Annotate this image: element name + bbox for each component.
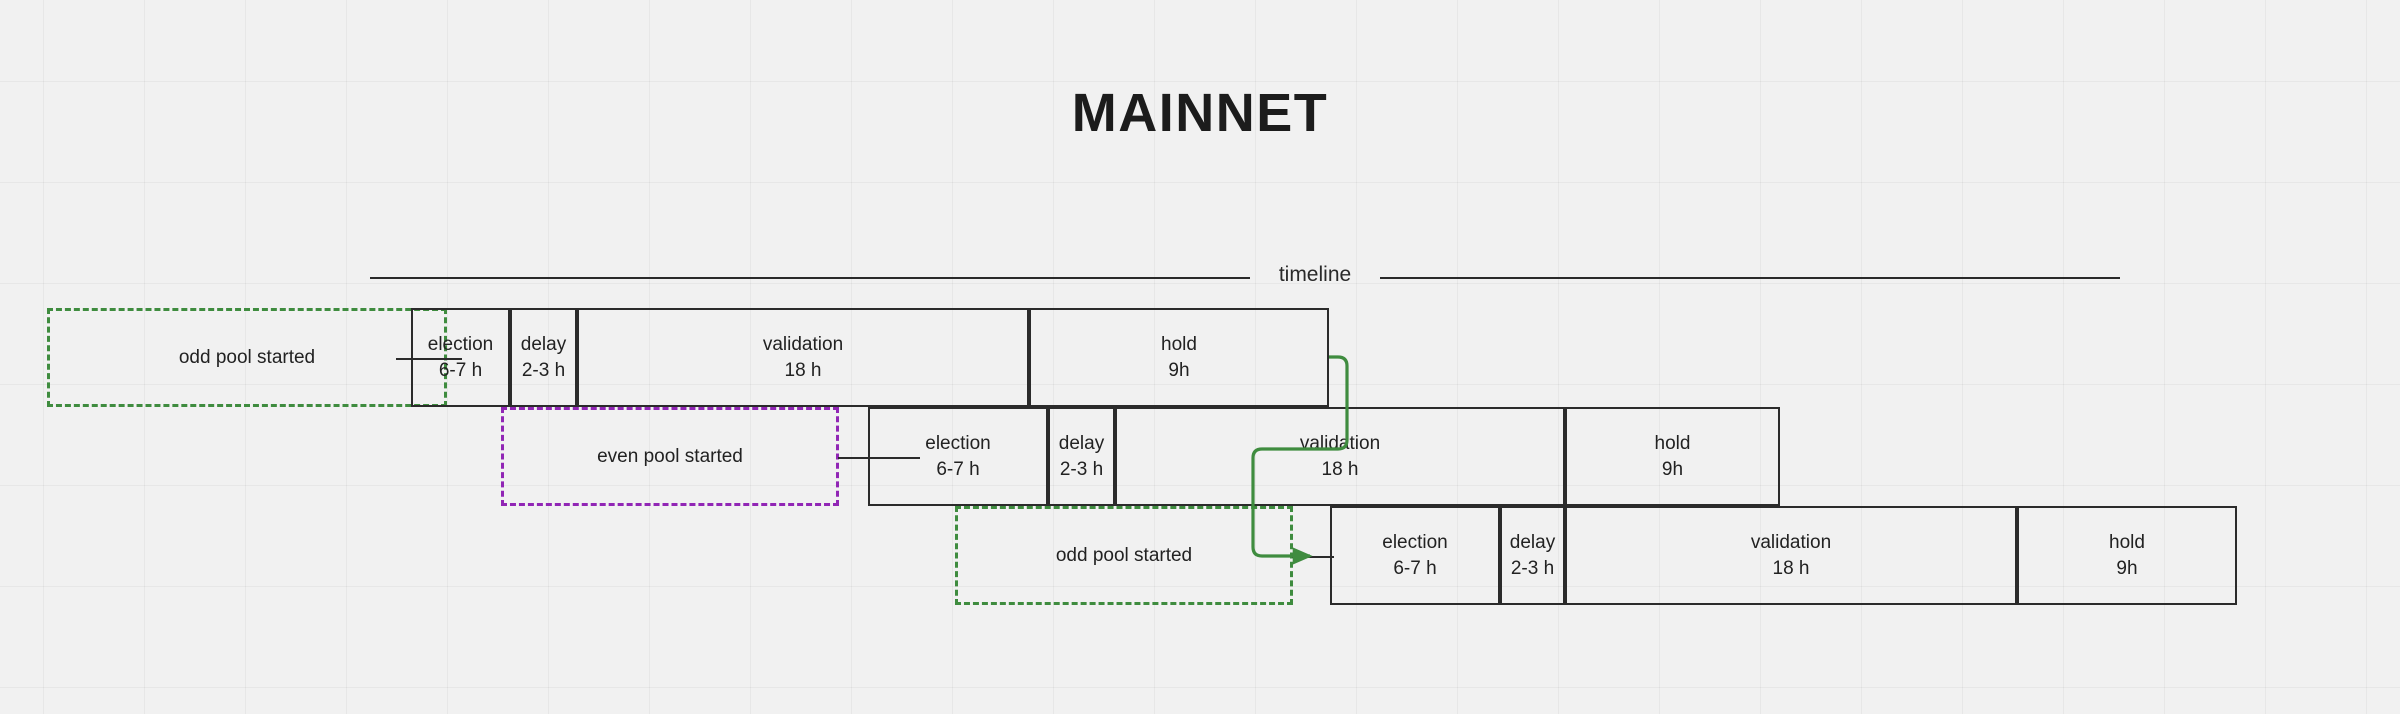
segment-label: delay [520,333,567,355]
segment-duration: 6-7 h [1393,557,1437,579]
segment-election-1[interactable]: election 6-7 h [411,308,510,407]
segment-election-2[interactable]: election 6-7 h [868,407,1048,506]
segment-label: election [925,432,991,454]
note-label: even pool started [597,445,743,467]
note-odd-pool-started-1: odd pool started [47,308,447,407]
note-connector-2 [838,457,920,459]
segment-label: delay [1058,432,1105,454]
segment-election-3[interactable]: election 6-7 h [1330,506,1500,605]
segment-duration: 18 h [1772,557,1810,579]
segment-duration: 9h [1661,458,1684,480]
segment-duration: 2-3 h [1510,557,1555,579]
segment-duration: 18 h [784,359,822,381]
segment-label: hold [1654,432,1691,454]
segment-hold-1[interactable]: hold 9h [1029,308,1329,407]
segment-label: validation [762,333,844,355]
note-connector-1 [396,358,462,360]
cycle-row-3: election 6-7 h delay 2-3 h validation 18… [1330,506,2237,605]
segment-duration: 2-3 h [1059,458,1104,480]
segment-delay-3[interactable]: delay 2-3 h [1500,506,1565,605]
cycle-row-1: election 6-7 h delay 2-3 h validation 18… [411,308,1329,407]
segment-duration: 6-7 h [438,359,483,381]
segment-delay-2[interactable]: delay 2-3 h [1048,407,1115,506]
note-label: odd pool started [178,346,316,368]
note-odd-pool-started-3: odd pool started [955,506,1293,605]
segment-duration: 2-3 h [521,359,566,381]
segment-delay-1[interactable]: delay 2-3 h [510,308,577,407]
segment-duration: 6-7 h [936,458,980,480]
timeline-axis-right [1380,277,2120,279]
note-connector-3 [1292,556,1334,558]
note-label: odd pool started [1055,544,1193,566]
segment-label: delay [1509,531,1556,553]
segment-label: validation [1750,531,1832,553]
segment-label: hold [1161,333,1197,355]
segment-validation-1[interactable]: validation 18 h [577,308,1029,407]
timeline-axis-label: timeline [1278,263,1352,286]
segment-hold-3[interactable]: hold 9h [2017,506,2237,605]
segment-duration: 18 h [1321,458,1359,480]
segment-label: validation [1299,432,1381,454]
segment-duration: 9h [1168,359,1190,381]
note-even-pool-started-2: even pool started [501,407,839,506]
segment-duration: 9h [2116,557,2138,579]
segment-label: election [1382,531,1448,553]
cycle-row-2: election 6-7 h delay 2-3 h validation 18… [868,407,1780,506]
segment-hold-2[interactable]: hold 9h [1565,407,1780,506]
segment-label: election [427,333,494,355]
page-title: MAINNET [1071,83,1329,143]
segment-label: hold [2109,531,2145,553]
segment-validation-3[interactable]: validation 18 h [1565,506,2017,605]
segment-validation-2[interactable]: validation 18 h [1115,407,1565,506]
timeline-axis-left [370,277,1250,279]
